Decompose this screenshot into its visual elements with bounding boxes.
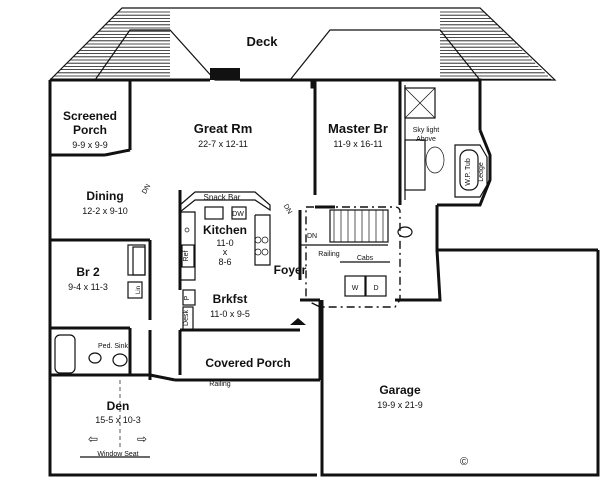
kitchen-dims-2: x bbox=[223, 247, 228, 257]
skylight-label-1: Sky light bbox=[413, 127, 440, 134]
garage-label: Garage bbox=[379, 383, 421, 397]
desk-label: Desk bbox=[183, 310, 190, 326]
dn-greatrm-label: DN bbox=[282, 203, 293, 215]
window-seat-label: Window Seat bbox=[97, 451, 138, 458]
great-room-label: Great Rm bbox=[194, 121, 253, 136]
kitchen-dims-3: 8-6 bbox=[218, 257, 231, 267]
screened-porch-label-1: Screened bbox=[63, 109, 117, 123]
brkfst-label: Brkfst bbox=[213, 292, 248, 306]
linen-label: Lin bbox=[136, 286, 142, 294]
deck-label: Deck bbox=[246, 34, 278, 49]
washer-label: W bbox=[352, 285, 359, 292]
railing-porch-label: Railing bbox=[209, 381, 231, 388]
toilet bbox=[397, 226, 413, 238]
pantry-label: P bbox=[184, 295, 191, 300]
stairs bbox=[300, 209, 389, 246]
stair-outline bbox=[305, 206, 401, 308]
ledge-label: Ledge bbox=[478, 162, 485, 182]
screened-porch-dims: 9-9 x 9-9 bbox=[72, 140, 108, 150]
covered-porch-label: Covered Porch bbox=[205, 356, 290, 370]
garage-dims: 19-9 x 21-9 bbox=[377, 400, 423, 410]
dining-dims: 12-2 x 9-10 bbox=[82, 206, 128, 216]
master-br-dims: 11-9 x 16-11 bbox=[333, 139, 382, 149]
den-label: Den bbox=[107, 399, 130, 413]
kitchen-counters bbox=[179, 191, 271, 281]
den-arrow-right: ⇨ bbox=[137, 432, 147, 446]
den-arrow-left: ⇦ bbox=[88, 432, 98, 446]
laundry bbox=[340, 261, 390, 297]
kitchen-dims-1: 11-0 bbox=[216, 238, 233, 248]
master-bath-fixtures bbox=[404, 87, 488, 198]
pantry bbox=[182, 289, 196, 306]
skylight-label-2: Above bbox=[416, 136, 436, 143]
dw-label: DW bbox=[232, 211, 244, 218]
kitchen-label: Kitchen bbox=[203, 223, 247, 237]
cabs-label: Cabs bbox=[357, 255, 374, 262]
wp-tub-label: W.P. Tub bbox=[465, 158, 472, 186]
br2-dims: 9-4 x 11-3 bbox=[68, 282, 108, 292]
dn-stair-label: DN bbox=[307, 233, 317, 240]
den-dims: 15-5 x 10-3 bbox=[95, 415, 141, 425]
br2-label: Br 2 bbox=[76, 265, 100, 279]
snack-bar-label: Snack Bar bbox=[204, 193, 241, 202]
great-room-dims: 22-7 x 12-11 bbox=[198, 139, 248, 149]
ped-sink-label-1: Ped. Sink bbox=[98, 343, 128, 350]
brkfst-dims: 11-0 x 9-5 bbox=[210, 309, 250, 319]
dryer-label: D bbox=[373, 285, 378, 292]
dining-label: Dining bbox=[86, 189, 123, 203]
copyright-mark: © bbox=[460, 456, 468, 468]
br2-closet bbox=[132, 246, 146, 276]
deck-area bbox=[48, 7, 557, 81]
screened-porch-label-2: Porch bbox=[73, 123, 107, 137]
fireplace bbox=[210, 68, 240, 80]
desk bbox=[182, 306, 194, 331]
ref-label: Ref bbox=[183, 251, 190, 262]
foyer-label: Foyer bbox=[274, 263, 307, 277]
dn-dining-label: DN bbox=[141, 183, 152, 195]
master-br-label: Master Br bbox=[328, 121, 388, 136]
railing-stair-label: Railing bbox=[318, 251, 340, 258]
entry-step bbox=[290, 318, 306, 325]
